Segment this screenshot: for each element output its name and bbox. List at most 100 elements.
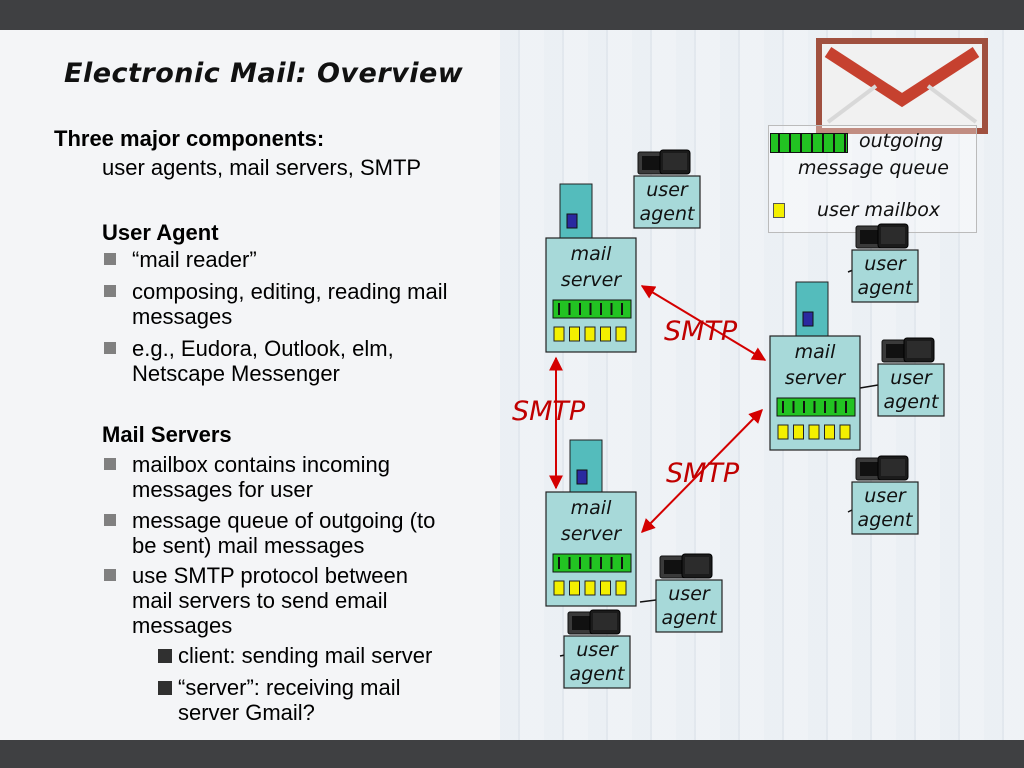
mailbox-icon xyxy=(615,580,627,596)
ua-bullet-3-cont: Netscape Messenger xyxy=(132,361,340,386)
connector-line xyxy=(859,384,879,389)
server-tower-slot xyxy=(566,213,578,229)
outgoing-queue-icon xyxy=(552,553,632,573)
queue-divider xyxy=(803,401,805,413)
user-agent-label: user xyxy=(864,485,907,507)
ms-bullet-3: use SMTP protocol between xyxy=(132,563,408,588)
user-agent-box xyxy=(633,175,701,229)
computer-screen-icon xyxy=(886,344,908,358)
mail-server-label: server xyxy=(561,523,622,545)
mailbox-icon xyxy=(600,326,611,342)
queue-divider xyxy=(610,557,613,569)
components-heading: Three major components: xyxy=(54,126,325,151)
ua-bullet-3: e.g., Eudora, Outlook, elm, xyxy=(132,336,394,361)
bullet-icon xyxy=(104,458,116,470)
ua-bullet-1: “mail reader” xyxy=(132,247,257,272)
legend-mailbox-icon xyxy=(773,203,785,218)
mailbox-icon xyxy=(553,326,565,342)
legend-user-mailbox: user mailbox xyxy=(817,199,941,221)
user-agent-label: agent xyxy=(640,203,696,225)
ms-bullet-1: mailbox contains incoming xyxy=(132,452,391,477)
mail-servers-heading: Mail Servers xyxy=(102,422,232,447)
server-tower-slot xyxy=(802,311,814,327)
mail-server-label: server xyxy=(561,269,622,291)
bullet-icon xyxy=(104,253,116,265)
legend-message-queue: message queue xyxy=(798,157,949,179)
queue-divider xyxy=(558,303,560,315)
queue-divider xyxy=(579,557,581,569)
mailbox-icon xyxy=(584,580,596,596)
legend-box: outgoing message queue user mailbox xyxy=(768,125,977,233)
legend-queue-icon xyxy=(770,133,848,153)
ms-sub-bullet-2: “server”: receiving mail xyxy=(178,675,401,700)
top-bar xyxy=(0,0,1024,30)
user-agent-label: user xyxy=(668,583,711,605)
mail-server-label: mail xyxy=(571,497,612,519)
queue-divider xyxy=(782,401,784,413)
user-agent-label: user xyxy=(864,253,907,275)
ms-bullet-2-cont: be sent) mail messages xyxy=(132,533,365,558)
ms-bullet-2: message queue of outgoing (to xyxy=(132,508,436,533)
queue-divider xyxy=(568,557,571,569)
connector-line xyxy=(639,599,657,603)
user-agent-box xyxy=(851,481,919,535)
user-agent-box xyxy=(851,249,919,303)
queue-divider xyxy=(792,401,795,413)
ms-bullet-1-cont: messages for user xyxy=(132,477,313,502)
mailbox-icon xyxy=(600,580,611,596)
computer-screen-icon xyxy=(572,616,594,630)
mailbox-icon xyxy=(569,580,580,596)
queue-divider xyxy=(600,303,602,315)
legend-outgoing: outgoing xyxy=(859,130,944,152)
queue-divider xyxy=(610,303,613,315)
computer-screen-icon xyxy=(642,156,664,170)
queue-divider xyxy=(600,557,602,569)
bullet-icon xyxy=(104,285,116,297)
computer-screen-icon xyxy=(860,230,882,244)
mailbox-icon xyxy=(808,424,820,440)
sub-bullet-icon xyxy=(158,649,172,663)
ms-sub-bullet-2-cont: server Gmail? xyxy=(178,700,315,725)
queue-divider xyxy=(845,401,847,413)
mail-server-label: server xyxy=(785,367,846,389)
queue-divider xyxy=(568,303,571,315)
user-agent-label: user xyxy=(890,367,933,389)
ms-bullet-3-cont: mail servers to send email xyxy=(132,588,388,613)
user-agent-label: agent xyxy=(858,509,914,531)
mailbox-icon xyxy=(553,580,565,596)
bottom-bar xyxy=(0,740,1024,768)
outgoing-queue-icon xyxy=(776,397,856,417)
smtp-label: SMTP xyxy=(512,396,586,427)
computer-screen-icon xyxy=(860,462,882,476)
bullet-icon xyxy=(104,569,116,581)
queue-divider xyxy=(579,303,581,315)
user-agent-box xyxy=(655,579,723,633)
smtp-label: SMTP xyxy=(666,458,740,489)
user-agent-box xyxy=(877,363,945,417)
computer-screen-icon xyxy=(664,560,686,574)
mailbox-icon xyxy=(569,326,580,342)
monitor-screen-icon xyxy=(685,557,709,574)
sub-bullet-icon xyxy=(158,681,172,695)
user-agent-box xyxy=(563,635,631,689)
monitor-screen-icon xyxy=(663,153,687,170)
server-tower-slot xyxy=(576,469,588,485)
user-agent-label: user xyxy=(646,179,689,201)
mail-server-label: mail xyxy=(795,341,836,363)
monitor-screen-icon xyxy=(593,613,617,630)
smtp-arrow xyxy=(640,285,767,361)
monitor-screen-icon xyxy=(881,459,905,476)
monitor-screen-icon xyxy=(907,341,931,358)
user-agent-label: agent xyxy=(570,663,626,685)
user-agent-label: agent xyxy=(662,607,718,629)
queue-divider xyxy=(834,401,837,413)
queue-divider xyxy=(824,401,826,413)
queue-divider xyxy=(589,557,592,569)
smtp-label: SMTP xyxy=(664,316,738,347)
smtp-arrow xyxy=(641,409,763,533)
components-list: user agents, mail servers, SMTP xyxy=(102,155,422,180)
gmail-envelope-logo xyxy=(816,38,988,134)
ms-sub-bullet-1: client: sending mail server xyxy=(178,643,433,668)
mailbox-icon xyxy=(777,424,789,440)
